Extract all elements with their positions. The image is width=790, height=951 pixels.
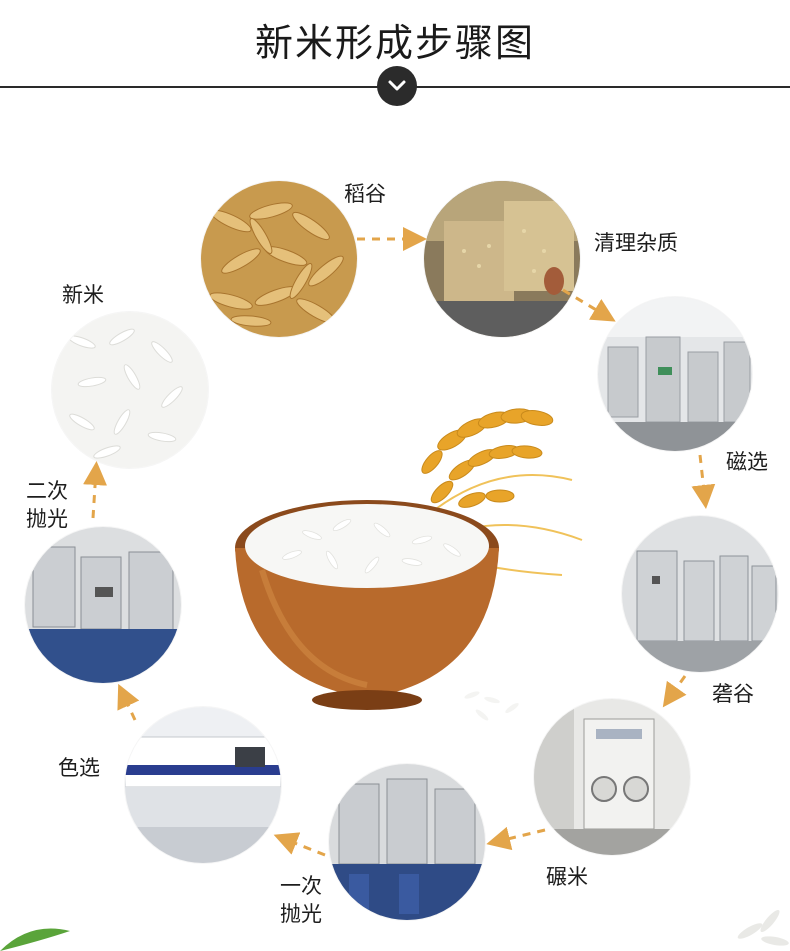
- arrow-sort-polish2: [117, 683, 140, 721]
- arrow-husk-mill: [662, 675, 687, 708]
- arrow-mill-polish1: [486, 826, 546, 851]
- leaf-decoration-icon: [0, 928, 70, 951]
- step-photo-clean: [424, 181, 580, 337]
- step-label-polish1: 一次 抛光: [280, 872, 322, 928]
- step-label-magnetic: 磁选: [726, 450, 768, 474]
- step-label-polish1-line2: 抛光: [280, 902, 322, 926]
- arrow-magnetic-husk: [691, 454, 716, 509]
- step-photo-paddy: [201, 181, 357, 337]
- step-photo-sort: [125, 707, 281, 863]
- wheat-stalks-icon: [421, 408, 554, 508]
- header-badge: [377, 66, 417, 106]
- step-label-polish2: 二次 抛光: [26, 477, 68, 533]
- step-photo-polish2: [25, 527, 181, 683]
- step-label-clean: 清理杂质: [594, 231, 678, 255]
- chevron-down-icon: [388, 80, 406, 91]
- step-label-mill: 碾米: [546, 865, 588, 889]
- step-label-husk: 砻谷: [712, 682, 754, 706]
- arrow-polish2-newrice: [83, 461, 108, 519]
- step-label-paddy: 稻谷: [344, 182, 386, 206]
- step-label-sort: 色选: [58, 756, 100, 780]
- step-photo-husk: [622, 516, 778, 672]
- step-photo-magnetic: [598, 297, 752, 451]
- step-label-polish1-line1: 一次: [280, 874, 322, 898]
- page-title: 新米形成步骤图: [254, 21, 535, 65]
- step-label-newrice: 新米: [62, 283, 104, 307]
- step-label-polish2-line1: 二次: [26, 479, 68, 503]
- step-photo-polish1: [329, 764, 485, 920]
- rice-bowl-illustration: [232, 400, 592, 730]
- step-photo-newrice: [52, 312, 208, 468]
- rice-decoration-icon: [737, 909, 789, 946]
- step-label-polish2-line2: 抛光: [26, 507, 68, 531]
- arrow-polish1-sort: [273, 832, 326, 857]
